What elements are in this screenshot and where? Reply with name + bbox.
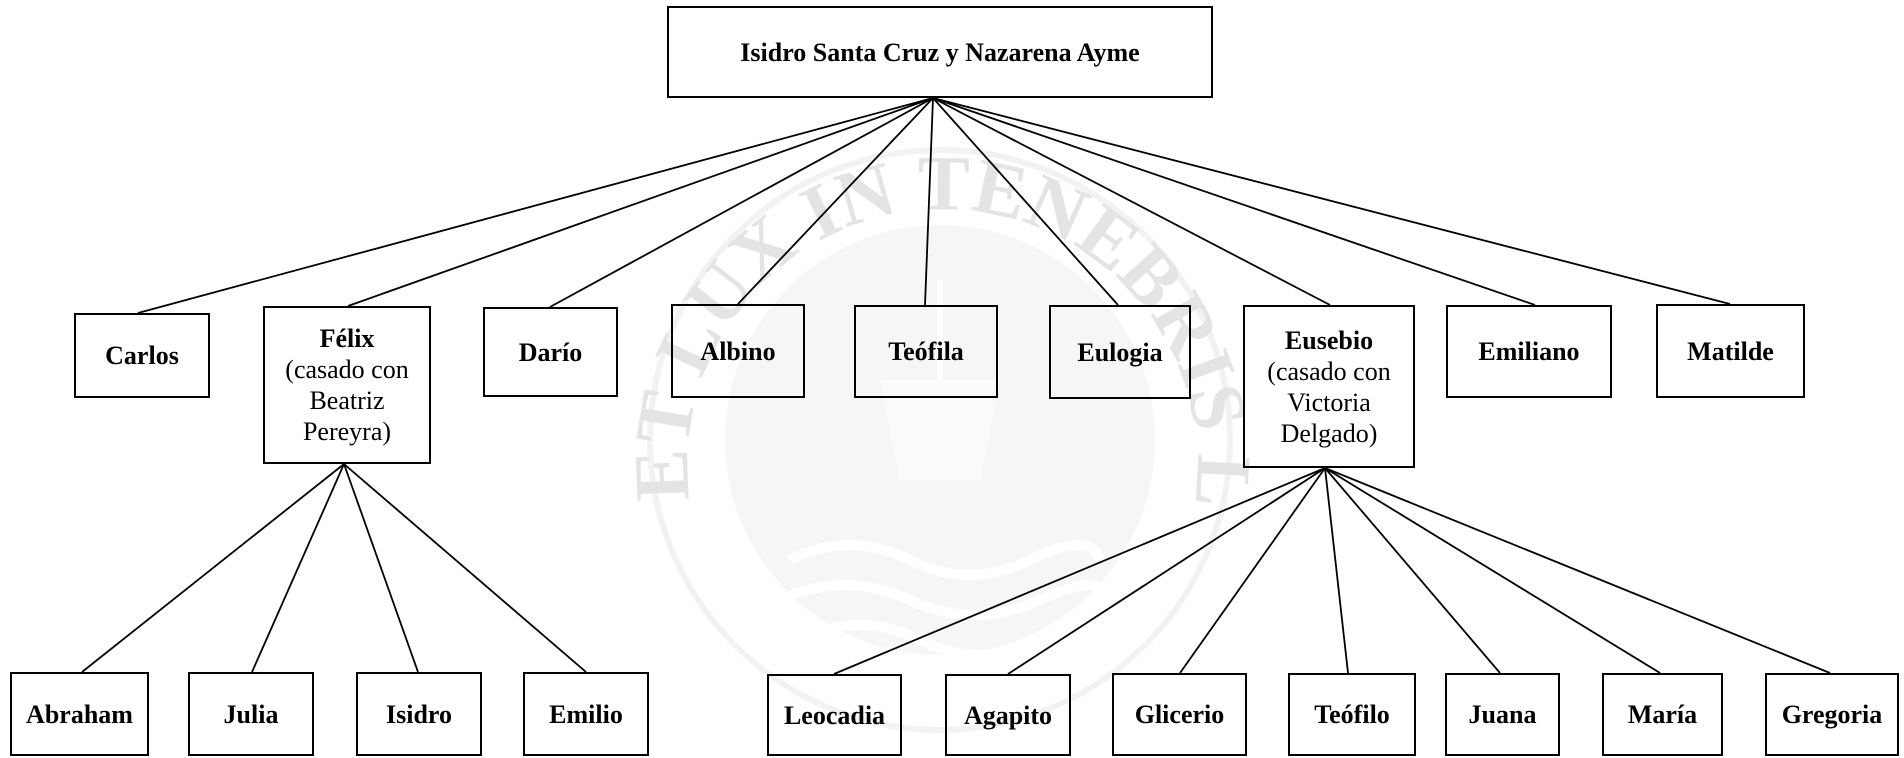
node-grandchild-maria: María bbox=[1602, 673, 1723, 756]
node-root-couple: Isidro Santa Cruz y Nazarena Ayme bbox=[667, 6, 1213, 98]
node-label: Isidro Santa Cruz y Nazarena Ayme bbox=[740, 37, 1140, 67]
node-child-matilde: Matilde bbox=[1656, 304, 1805, 398]
node-grandchild-leocadia: Leocadia bbox=[767, 674, 902, 756]
edge-eusebio-to-child-4 bbox=[1324, 467, 1501, 674]
edge-root-to-child-1 bbox=[347, 97, 934, 307]
edge-eusebio-to-child-5 bbox=[1324, 467, 1661, 674]
edge-root-to-child-3 bbox=[737, 97, 934, 305]
node-child-teofila: Teófila bbox=[854, 305, 998, 398]
node-grandchild-glicerio: Glicerio bbox=[1112, 673, 1247, 756]
node-grandchild-emilio: Emilio bbox=[523, 672, 649, 756]
edge-eusebio-to-child-2 bbox=[1179, 467, 1326, 674]
node-child-carlos: Carlos bbox=[74, 313, 210, 398]
edge-root-to-child-7 bbox=[932, 97, 1536, 306]
node-grandchild-abraham: Abraham bbox=[10, 672, 149, 756]
edge-eusebio-to-child-6 bbox=[1324, 467, 1831, 674]
node-grandchild-agapito: Agapito bbox=[945, 674, 1071, 756]
node-child-felix: Félix (casado con Beatriz Pereyra) bbox=[263, 306, 431, 464]
node-child-albino: Albino bbox=[671, 304, 805, 398]
edge-felix-to-child-0 bbox=[81, 463, 345, 673]
node-grandchild-juana: Juana bbox=[1445, 673, 1560, 756]
edge-felix-to-child-2 bbox=[343, 463, 419, 673]
edge-felix-to-child-1 bbox=[251, 463, 345, 673]
edge-eusebio-to-child-1 bbox=[1007, 467, 1326, 675]
edge-root-to-child-2 bbox=[549, 97, 934, 308]
edge-eusebio-to-child-3 bbox=[1324, 467, 1349, 674]
edge-eusebio-to-child-0 bbox=[833, 467, 1326, 675]
edge-root-to-child-5 bbox=[932, 97, 1119, 306]
node-grandchild-julia: Julia bbox=[188, 672, 314, 756]
edge-felix-to-child-3 bbox=[343, 463, 587, 673]
node-child-eusebio: Eusebio (casado con Victoria Delgado) bbox=[1243, 305, 1415, 468]
node-grandchild-teofilo: Teófilo bbox=[1288, 673, 1416, 756]
edge-root-to-child-4 bbox=[924, 97, 934, 306]
edge-root-to-child-6 bbox=[932, 97, 1331, 306]
edge-root-to-child-0 bbox=[137, 97, 934, 314]
node-grandchild-gregoria: Gregoria bbox=[1765, 673, 1899, 756]
edge-root-to-child-8 bbox=[932, 97, 1731, 305]
node-grandchild-isidro: Isidro bbox=[356, 672, 482, 756]
node-child-eulogia: Eulogia bbox=[1049, 305, 1191, 399]
node-child-dario: Darío bbox=[483, 307, 618, 397]
node-child-emiliano: Emiliano bbox=[1446, 305, 1612, 398]
